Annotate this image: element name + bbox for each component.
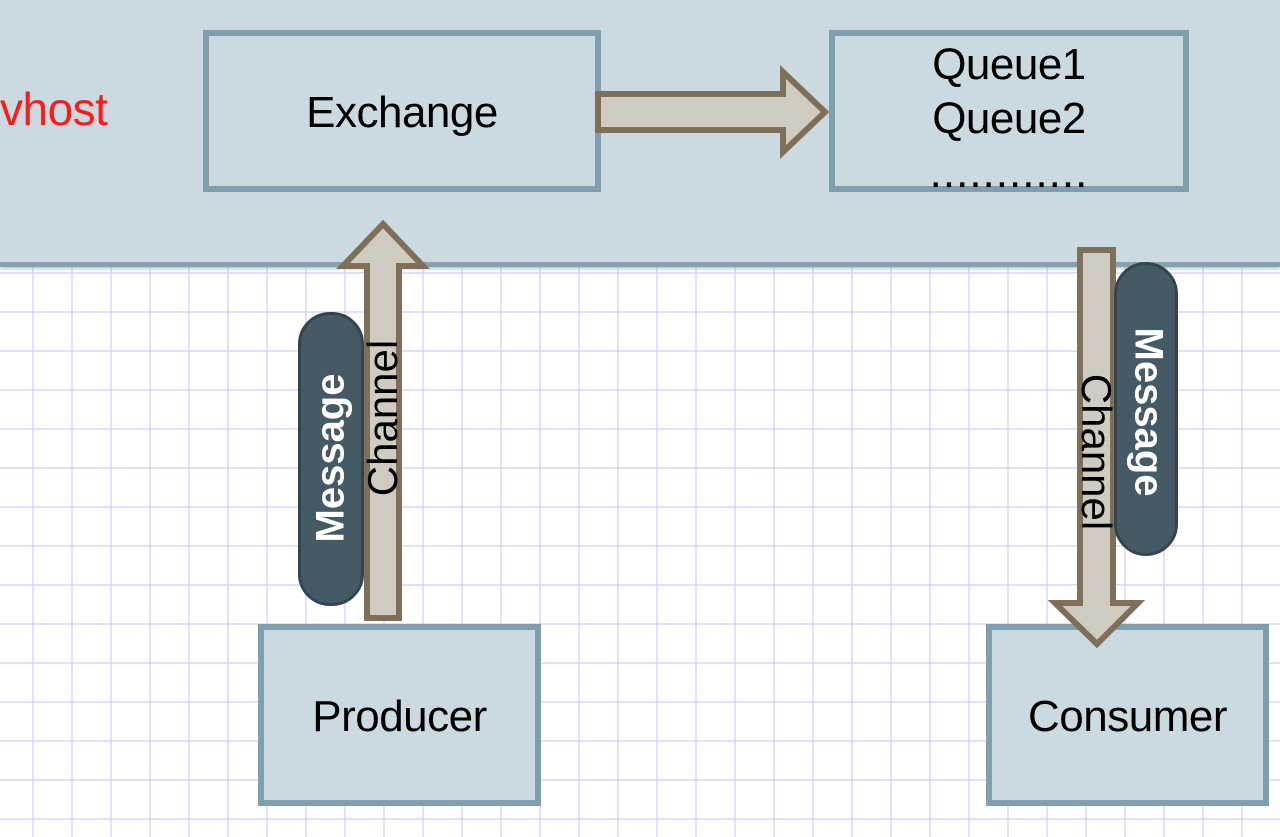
consumer-node: Consumer: [986, 624, 1269, 806]
consume-message-label: Message: [1126, 327, 1171, 497]
queue-label: Queue1: [932, 40, 1086, 89]
producer-label: Producer: [312, 692, 487, 741]
consume-channel-label: Channel: [1073, 373, 1120, 531]
exchange-node: Exchange: [203, 30, 601, 192]
exchange-label: Exchange: [306, 88, 498, 137]
consume-message-pill: [1114, 262, 1178, 556]
publish-channel-label: Channel: [359, 339, 406, 497]
queue-ellipsis: ............: [929, 148, 1089, 197]
producer-node: Producer: [258, 624, 541, 806]
queues-node: Queue1 Queue2 ............: [829, 30, 1189, 197]
publish-message-pill: [298, 312, 364, 606]
publish-message-label: Message: [308, 373, 353, 543]
queue-label: Queue2: [932, 94, 1086, 143]
consumer-label: Consumer: [1028, 692, 1227, 741]
vhost-label: vhost: [0, 83, 108, 135]
